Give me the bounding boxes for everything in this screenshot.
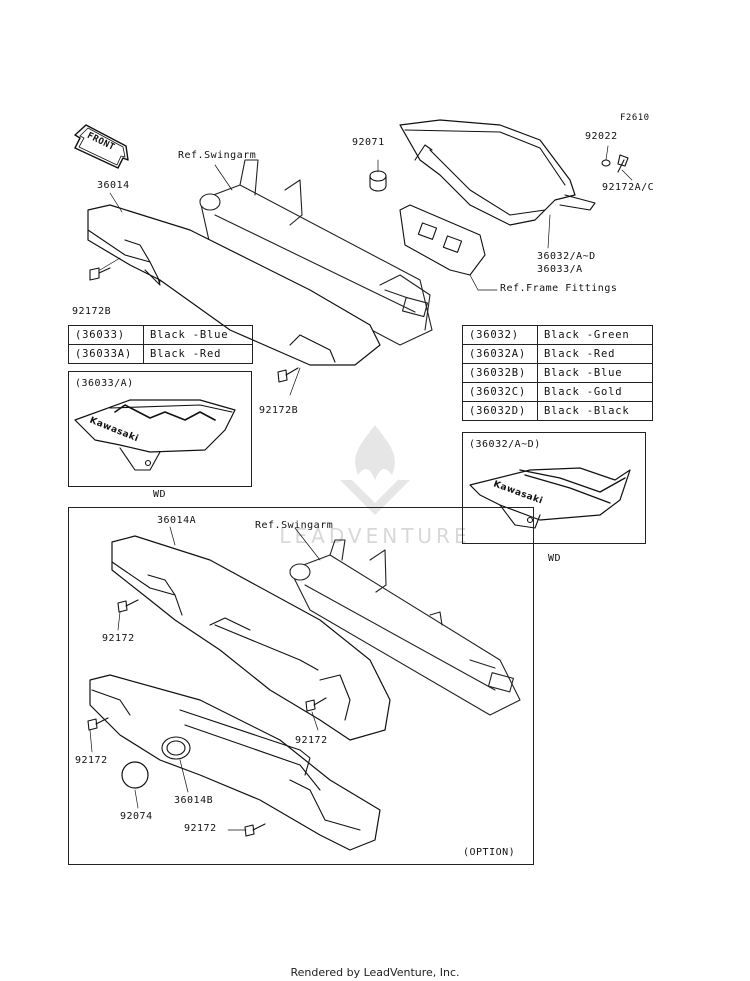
- bolt-92172b-left: [89, 267, 111, 281]
- detail-box-title: (36033/A): [75, 378, 134, 389]
- leader-lines-top: [99, 145, 633, 396]
- label-ref-swingarm-top: Ref.Swingarm: [178, 150, 257, 161]
- color-table-36032: (36032) Black -Green (36032A) Black -Red…: [462, 325, 653, 421]
- table-row: (36032) Black -Green: [462, 325, 653, 345]
- table-cell-code: (36032B): [462, 363, 538, 383]
- table-row: (36032B) Black -Blue: [462, 363, 653, 383]
- table-row: (36033) Black -Blue: [68, 325, 253, 345]
- table-cell-code: (36032C): [462, 382, 538, 402]
- label-ref-swingarm-bottom: Ref.Swingarm: [255, 520, 334, 531]
- label-36032: 36032/A~D: [537, 251, 596, 262]
- label-ref-frame-fittings: Ref.Frame Fittings: [500, 283, 618, 294]
- footer-credit: Rendered by LeadVenture, Inc.: [290, 966, 460, 979]
- table-cell-color: Black -Red: [143, 344, 253, 364]
- table-cell-code: (36032A): [462, 344, 538, 364]
- table-cell-color: Black -Green: [537, 325, 653, 345]
- guard-bracket: [399, 204, 486, 276]
- figure-code: F2610: [620, 113, 650, 123]
- grommet-92071: [369, 170, 387, 192]
- table-cell-code: (36033A): [68, 344, 144, 364]
- leader-lines-bottom: [89, 526, 321, 831]
- chain-cover-36014: [87, 204, 381, 366]
- color-table-36033: (36033) Black -Blue (36033A) Black -Red: [68, 325, 253, 364]
- option-box: [68, 507, 534, 865]
- detail-box-title: (36032/A~D): [469, 439, 541, 450]
- table-cell-code: (36033): [68, 325, 144, 345]
- table-cell-color: Black -Black: [537, 401, 653, 421]
- option-label: (OPTION): [463, 847, 516, 858]
- label-92172b-left: 92172B: [72, 306, 112, 317]
- watermark-text: LEADVENTURE: [279, 524, 471, 548]
- label-92172-c: 92172: [75, 755, 108, 766]
- label-36014b: 36014B: [174, 795, 214, 806]
- table-row: (36032A) Black -Red: [462, 344, 653, 364]
- rear-guard-36032: [399, 119, 596, 226]
- detail-caption-left: WD: [153, 489, 167, 500]
- label-92074: 92074: [120, 811, 153, 822]
- label-36033: 36033/A: [537, 264, 583, 275]
- table-cell-color: Black -Red: [537, 344, 653, 364]
- label-36014: 36014: [97, 180, 130, 191]
- label-92071: 92071: [352, 137, 385, 148]
- detail-box-36033: (36033/A): [68, 371, 252, 487]
- table-row: (36032C) Black -Gold: [462, 382, 653, 402]
- swingarm-bottom-outline: [289, 539, 521, 716]
- decal-36033-drawing: [74, 399, 236, 471]
- table-cell-code: (36032D): [462, 401, 538, 421]
- chain-cover-36014a: [111, 535, 391, 741]
- table-row: (36033A) Black -Red: [68, 344, 253, 364]
- watermark: LEADVENTURE: [245, 420, 505, 548]
- label-92172b-mid: 92172B: [259, 405, 299, 416]
- label-92172-a: 92172: [102, 633, 135, 644]
- table-row: (36032D) Black -Black: [462, 401, 653, 421]
- table-cell-color: Black -Gold: [537, 382, 653, 402]
- front-arrow-icon: [74, 124, 129, 169]
- label-92172-b: 92172: [295, 735, 328, 746]
- label-92172-d: 92172: [184, 823, 217, 834]
- bolt-92172-c: [87, 717, 109, 731]
- swingarm-top-outline: [199, 159, 433, 346]
- label-92022: 92022: [585, 131, 618, 142]
- label-36014a: 36014A: [157, 515, 197, 526]
- cap-92074: [121, 761, 149, 789]
- detail-caption-right: WD: [548, 553, 562, 564]
- table-cell-color: Black -Blue: [537, 363, 653, 383]
- detail-box-36032: (36032/A~D): [462, 432, 646, 544]
- label-92172ac: 92172A/C: [602, 182, 655, 193]
- washer-92022: [601, 159, 611, 167]
- bolt-92172-d: [244, 823, 266, 837]
- table-cell-color: Black -Blue: [143, 325, 253, 345]
- bolt-92172ac: [617, 154, 629, 173]
- chain-cover-36014b: [89, 674, 381, 851]
- leadventure-logo-icon: [340, 425, 410, 515]
- table-cell-code: (36032): [462, 325, 538, 345]
- bolt-92172-a: [117, 599, 139, 613]
- bolt-92172b-mid: [277, 367, 299, 383]
- bolt-92172-b: [305, 697, 327, 712]
